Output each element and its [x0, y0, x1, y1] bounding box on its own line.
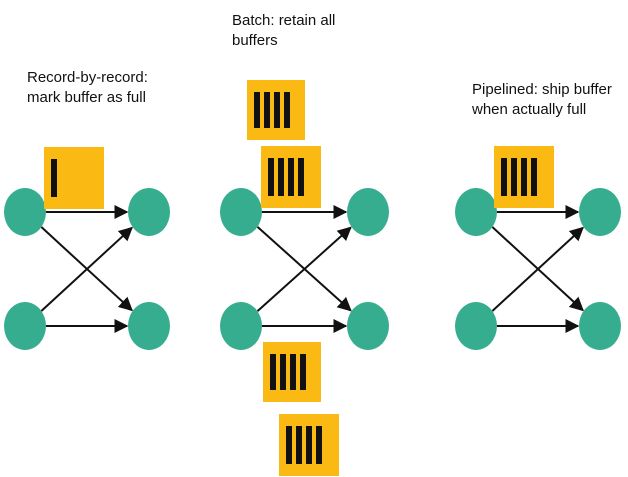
buffer-record-slot: [51, 159, 57, 197]
pipelined-node-source-bottom: [455, 302, 497, 350]
record-by-record-edge-cross-up: [40, 226, 133, 312]
batch-label: Batch: retain all buffers: [232, 11, 335, 51]
pipelined-edge-cross-up: [491, 226, 584, 312]
record-by-record-node-sink-top: [128, 188, 170, 236]
pipelined-label-line-1: Pipelined: ship buffer: [472, 81, 612, 98]
pipelined-label: Pipelined: ship buffer when actually ful…: [472, 80, 612, 120]
batch-label-line-1: Batch: retain all: [232, 12, 336, 29]
batch-node-source-bottom: [220, 302, 262, 350]
batch-buffer-4: [279, 414, 339, 476]
buffer-record-slot: [531, 158, 537, 196]
buffer-record-slot: [254, 92, 260, 128]
batch-node-sink-top: [347, 188, 389, 236]
buffer-record-slot: [290, 354, 296, 390]
buffer-record-slot: [268, 158, 274, 196]
pipelined-label-line-2: when actually full: [472, 101, 587, 118]
batch-node-sink-bottom: [347, 302, 389, 350]
batch-node-source-top: [220, 188, 262, 236]
record-by-record-node-source-top: [4, 188, 46, 236]
buffer-record-slot: [306, 426, 312, 464]
buffer-record-slot: [296, 426, 302, 464]
buffer-record-slot: [316, 426, 322, 464]
buffer-record-slot: [264, 92, 270, 128]
pipelined-node-sink-top: [579, 188, 621, 236]
batch-edge-cross-up: [256, 226, 352, 312]
pipelined-buffer-1: [494, 146, 554, 208]
record-by-record-node-sink-bottom: [128, 302, 170, 350]
buffer-record-slot: [280, 354, 286, 390]
batch-label-line-2: buffers: [232, 32, 278, 49]
pipelined-node-sink-bottom: [579, 302, 621, 350]
buffer-record-slot: [511, 158, 517, 196]
buffer-record-slot: [521, 158, 527, 196]
buffer-record-slot: [501, 158, 507, 196]
buffer-record-slot: [288, 158, 294, 196]
buffer-record-slot: [274, 92, 280, 128]
record-by-record-label: Record-by-record: mark buffer as full: [27, 68, 148, 108]
pipelined-node-source-top: [455, 188, 497, 236]
record-by-record-label-line-1: Record-by-record:: [27, 69, 148, 86]
buffer-record-slot: [286, 426, 292, 464]
batch-buffer-2: [261, 146, 321, 208]
buffer-record-slot: [298, 158, 304, 196]
buffer-record-slot: [300, 354, 306, 390]
buffer-record-slot: [270, 354, 276, 390]
batch-buffer-3: [263, 342, 321, 402]
batch-buffer-1: [247, 80, 305, 140]
record-by-record-node-source-bottom: [4, 302, 46, 350]
record-by-record-buffer-1: [44, 147, 104, 209]
buffer-record-slot: [278, 158, 284, 196]
record-by-record-label-line-2: mark buffer as full: [27, 89, 146, 106]
buffer-record-slot: [284, 92, 290, 128]
